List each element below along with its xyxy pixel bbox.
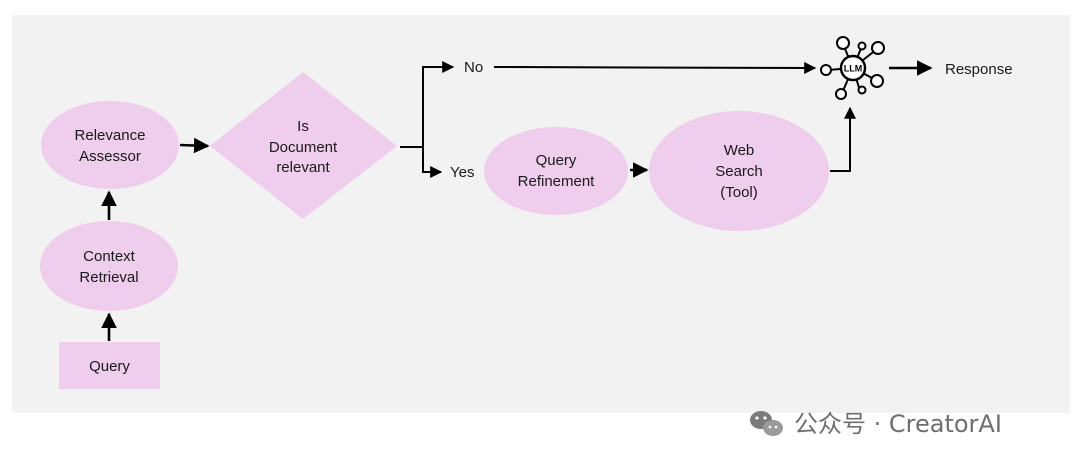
query-refinement-node: Query Refinement xyxy=(484,127,628,215)
response-label: Response xyxy=(945,61,1013,78)
relevance-assessor-label-line2: Assessor xyxy=(79,148,141,165)
edge-decision-no xyxy=(422,61,455,147)
llm-icon: LLM xyxy=(820,36,885,100)
query-node: Query xyxy=(59,342,160,389)
context-retrieval-label-line1: Context xyxy=(83,248,136,265)
query-refinement-label-line1: Query xyxy=(536,152,577,169)
decision-label-line3: relevant xyxy=(276,159,330,176)
relevance-assessor-node: Relevance Assessor xyxy=(41,101,179,189)
branch-no-label: No xyxy=(464,59,483,76)
context-retrieval-label-line2: Retrieval xyxy=(79,269,138,286)
wechat-icon xyxy=(750,411,783,436)
web-search-label-line1: Web xyxy=(724,142,755,159)
web-search-node: Web Search (Tool) xyxy=(649,111,829,231)
relevance-assessor-label-line1: Relevance xyxy=(75,127,146,144)
edge-search-to-llm xyxy=(830,106,856,172)
query-refinement-label-line2: Refinement xyxy=(518,173,596,190)
edge-no-to-llm xyxy=(493,61,817,74)
decision-label-line1: Is xyxy=(297,118,309,135)
context-retrieval-node: Context Retrieval xyxy=(40,221,178,311)
web-search-label-line2: Search xyxy=(715,163,763,180)
query-label: Query xyxy=(89,358,130,375)
web-search-label-line3: (Tool) xyxy=(720,184,758,201)
edge-decision-yes xyxy=(422,147,443,178)
branch-yes-label: Yes xyxy=(450,164,474,181)
decision-node: Is Document relevant xyxy=(210,72,397,219)
edge-assessor-to-decision xyxy=(179,137,210,154)
decision-label-line2: Document xyxy=(269,139,338,156)
watermark-text: 公众号 · CreatorAI xyxy=(794,410,1002,438)
llm-label: LLM xyxy=(844,64,863,74)
